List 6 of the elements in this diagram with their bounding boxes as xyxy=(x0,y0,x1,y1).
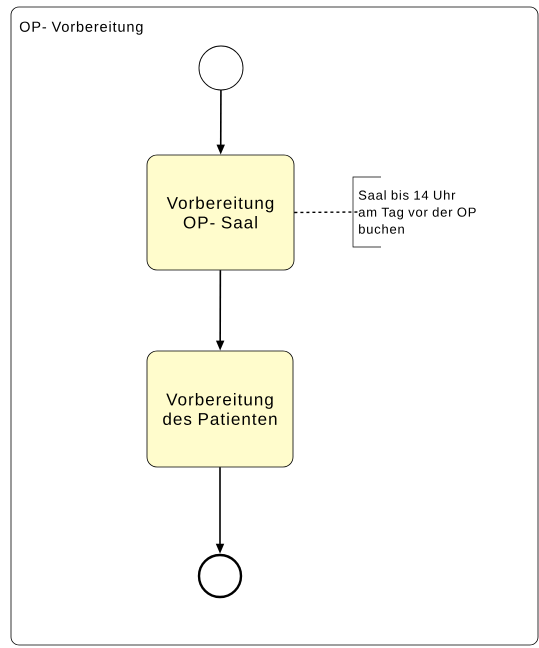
association-line xyxy=(294,211,358,214)
task-box: Vorbereitung OP- Saal xyxy=(146,154,294,270)
task-box: Vorbereitung des Patienten xyxy=(146,350,294,468)
end-event-circle xyxy=(198,554,242,598)
start-event-circle xyxy=(198,46,244,90)
annotation-bracket: Saal bis 14 Uhr am Tag vor der OP buchen xyxy=(352,176,476,248)
